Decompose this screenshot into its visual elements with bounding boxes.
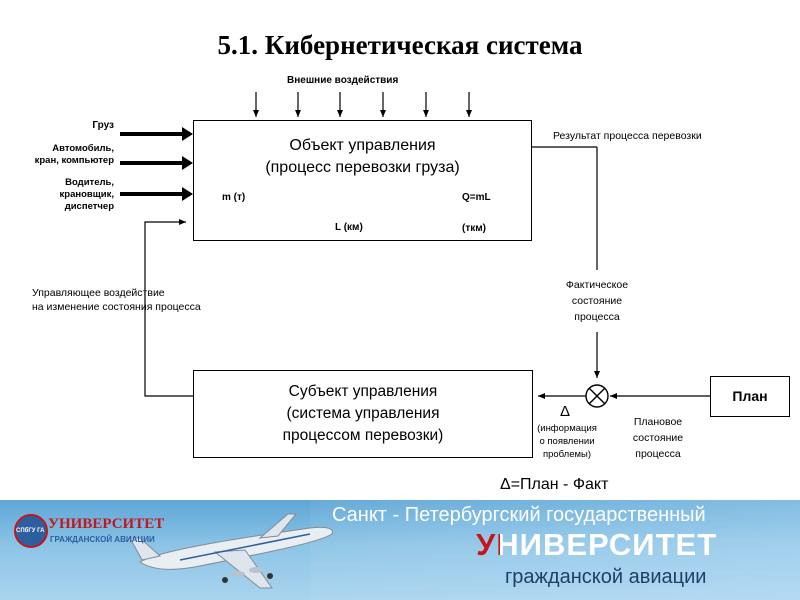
banner-line2-accent: УНИВЕРСИТЕТ xyxy=(476,527,500,562)
actual-state-line3: процесса xyxy=(574,311,620,323)
control-subject-title: Субъект управления (система управления п… xyxy=(194,381,532,447)
slide-title: 5.1. Кибернетическая система xyxy=(217,30,583,60)
control-object-title: Объект управления (процесс перевозки гру… xyxy=(194,135,531,179)
control-action-label: Управляющее воздействие на изменение сос… xyxy=(32,286,201,314)
university-logo-icon xyxy=(14,514,48,548)
distance-label: L (км) xyxy=(335,222,363,233)
control-feedback-line xyxy=(144,219,193,397)
plan-state-line1: Плановое xyxy=(633,416,683,428)
control-subject-line1: Субъект управления xyxy=(288,383,438,400)
plan-state-label: Плановое состояние процесса xyxy=(612,414,704,462)
problem-info-line1: (информация xyxy=(537,423,597,434)
deviation-formula: Δ=План - Факт xyxy=(500,476,609,493)
people-label-line2: крановщик, xyxy=(59,189,114,200)
vehicle-label-line1: Автомобиль, xyxy=(52,143,114,154)
control-subject-box: Субъект управления (система управления п… xyxy=(193,370,533,458)
problem-info-line2: о появлении xyxy=(539,436,595,447)
control-object-box: Объект управления (процесс перевозки гру… xyxy=(193,120,532,241)
control-object-line2: (процесс перевозки груза) xyxy=(265,159,460,176)
logo-university-text: УНИВЕРСИТЕТ xyxy=(48,516,165,532)
people-label-line1: Водитель, xyxy=(65,177,114,188)
mass-label: m (т) xyxy=(222,192,246,203)
logo-aviation-text: ГРАЖДАНСКОЙ АВИАЦИИ xyxy=(50,535,155,544)
banner-gradient xyxy=(310,500,800,600)
actual-state-line1: Фактическое xyxy=(565,279,629,291)
problem-info-label: (информация о появлении проблемы) xyxy=(527,422,607,461)
problem-info-line3: проблемы) xyxy=(542,449,592,460)
control-subject-line3: процессом перевозки) xyxy=(282,427,444,444)
control-action-line2: на изменение состояния процесса xyxy=(32,301,201,313)
people-label-line3: диспетчер xyxy=(64,201,114,212)
banner-line1: Санкт - Петербургский государственный xyxy=(332,504,706,526)
plan-box: План xyxy=(710,376,790,417)
plan-state-line2: состояние xyxy=(632,432,684,444)
delta-symbol: Δ xyxy=(560,403,571,420)
result-label: Результат процесса перевозки xyxy=(553,130,702,142)
actual-state-line2: состояние xyxy=(571,295,623,307)
banner-line2: УНИВЕРСИТЕТ xyxy=(476,527,718,562)
logo-badge-text: СПбГУ ГА xyxy=(16,528,45,534)
control-action-line1: Управляющее воздействие xyxy=(32,287,165,299)
input-arrows xyxy=(120,127,193,201)
control-subject-line2: (система управления xyxy=(286,405,440,422)
tkm-label: (ткм) xyxy=(462,223,486,234)
people-label: Водитель, крановщик, диспетчер xyxy=(10,177,114,213)
external-arrows xyxy=(253,92,472,117)
comparator-symbol xyxy=(585,384,609,408)
actual-state-label: Фактическое состояние процесса xyxy=(545,277,649,325)
banner-line3: гражданской авиации xyxy=(505,566,707,588)
control-object-line1: Объект управления xyxy=(289,137,436,154)
plan-state-line3: процесса xyxy=(635,448,681,460)
work-label: Q=mL xyxy=(462,192,491,203)
external-influences-label: Внешние воздействия xyxy=(287,75,399,86)
cargo-label: Груз xyxy=(92,120,114,131)
vehicle-label-line2: кран, компьютер xyxy=(34,155,114,166)
airplane-image xyxy=(129,513,334,589)
vehicle-label: Автомобиль, кран, компьютер xyxy=(10,143,114,167)
university-banner: СПбГУ ГА УНИВЕРСИТЕТ ГРАЖДАНСКОЙ АВИАЦИИ… xyxy=(0,500,800,600)
